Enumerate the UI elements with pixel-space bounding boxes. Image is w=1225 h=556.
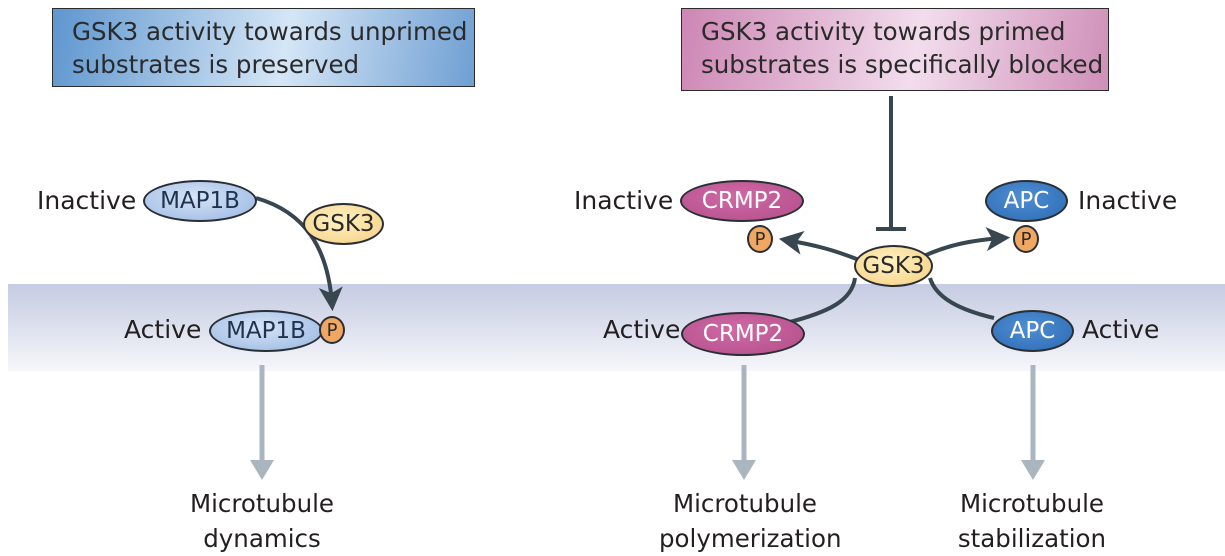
crmp2-phospho-badge: P [747, 225, 773, 253]
outcome-polymerization-line2: polymerization [659, 524, 842, 553]
map1b-inactive-label: Inactive [37, 186, 137, 215]
crmp2-inactive-node: CRMP2 [680, 180, 804, 222]
outcome-stabilization-line2: stabilization [957, 524, 1107, 553]
pathway-arrow-dynamics [250, 365, 274, 480]
outcome-polymerization-line1: Microtubule [672, 489, 818, 518]
map1b-phospho-badge: P [319, 316, 345, 344]
crmp2-active-node: CRMP2 [681, 312, 805, 356]
unprimed-box-line2: substrates is preserved [72, 50, 360, 79]
outcome-dynamics: Microtubule dynamics [182, 486, 342, 556]
apc-active-link [928, 277, 995, 320]
primed-box-line2: substrates is specifically blocked [701, 50, 1104, 79]
crmp2-phosphorylation-arrow [778, 231, 865, 264]
crmp2-active-label: Active [603, 315, 681, 344]
primed-substrates-box: GSK3 activity towards primed substrates … [681, 8, 1109, 91]
primed-box-line1: GSK3 activity towards primed [701, 17, 1066, 46]
map1b-inactive-node: MAP1B [143, 180, 257, 222]
apc-active-node: APC [991, 310, 1074, 352]
map1b-active-node: MAP1B [209, 310, 323, 352]
outcome-polymerization: Microtubule polymerization [659, 486, 842, 556]
pathway-arrow-stabilization [1021, 365, 1045, 480]
apc-inactive-label: Inactive [1078, 186, 1178, 215]
gsk3-left-node: GSK3 [303, 203, 384, 245]
outcome-stabilization: Microtubule stabilization [944, 486, 1120, 556]
gsk3-center-node: GSK3 [854, 245, 933, 287]
outcome-dynamics-line1: Microtubule [189, 489, 335, 518]
outcome-stabilization-line1: Microtubule [959, 489, 1105, 518]
apc-phosphorylation-arrow [923, 227, 1011, 258]
apc-active-label: Active [1082, 315, 1160, 344]
outcome-dynamics-line2: dynamics [203, 524, 321, 553]
apc-phospho-badge: P [1013, 225, 1039, 253]
unprimed-substrates-box: GSK3 activity towards unprimed substrate… [52, 8, 475, 87]
unprimed-box-line1: GSK3 activity towards unprimed [72, 17, 468, 46]
map1b-active-label: Active [124, 315, 202, 344]
crmp2-inactive-label: Inactive [574, 186, 674, 215]
apc-inactive-node: APC [985, 180, 1068, 222]
crmp2-active-link [785, 277, 857, 325]
pathway-arrow-polymerization [732, 365, 756, 480]
